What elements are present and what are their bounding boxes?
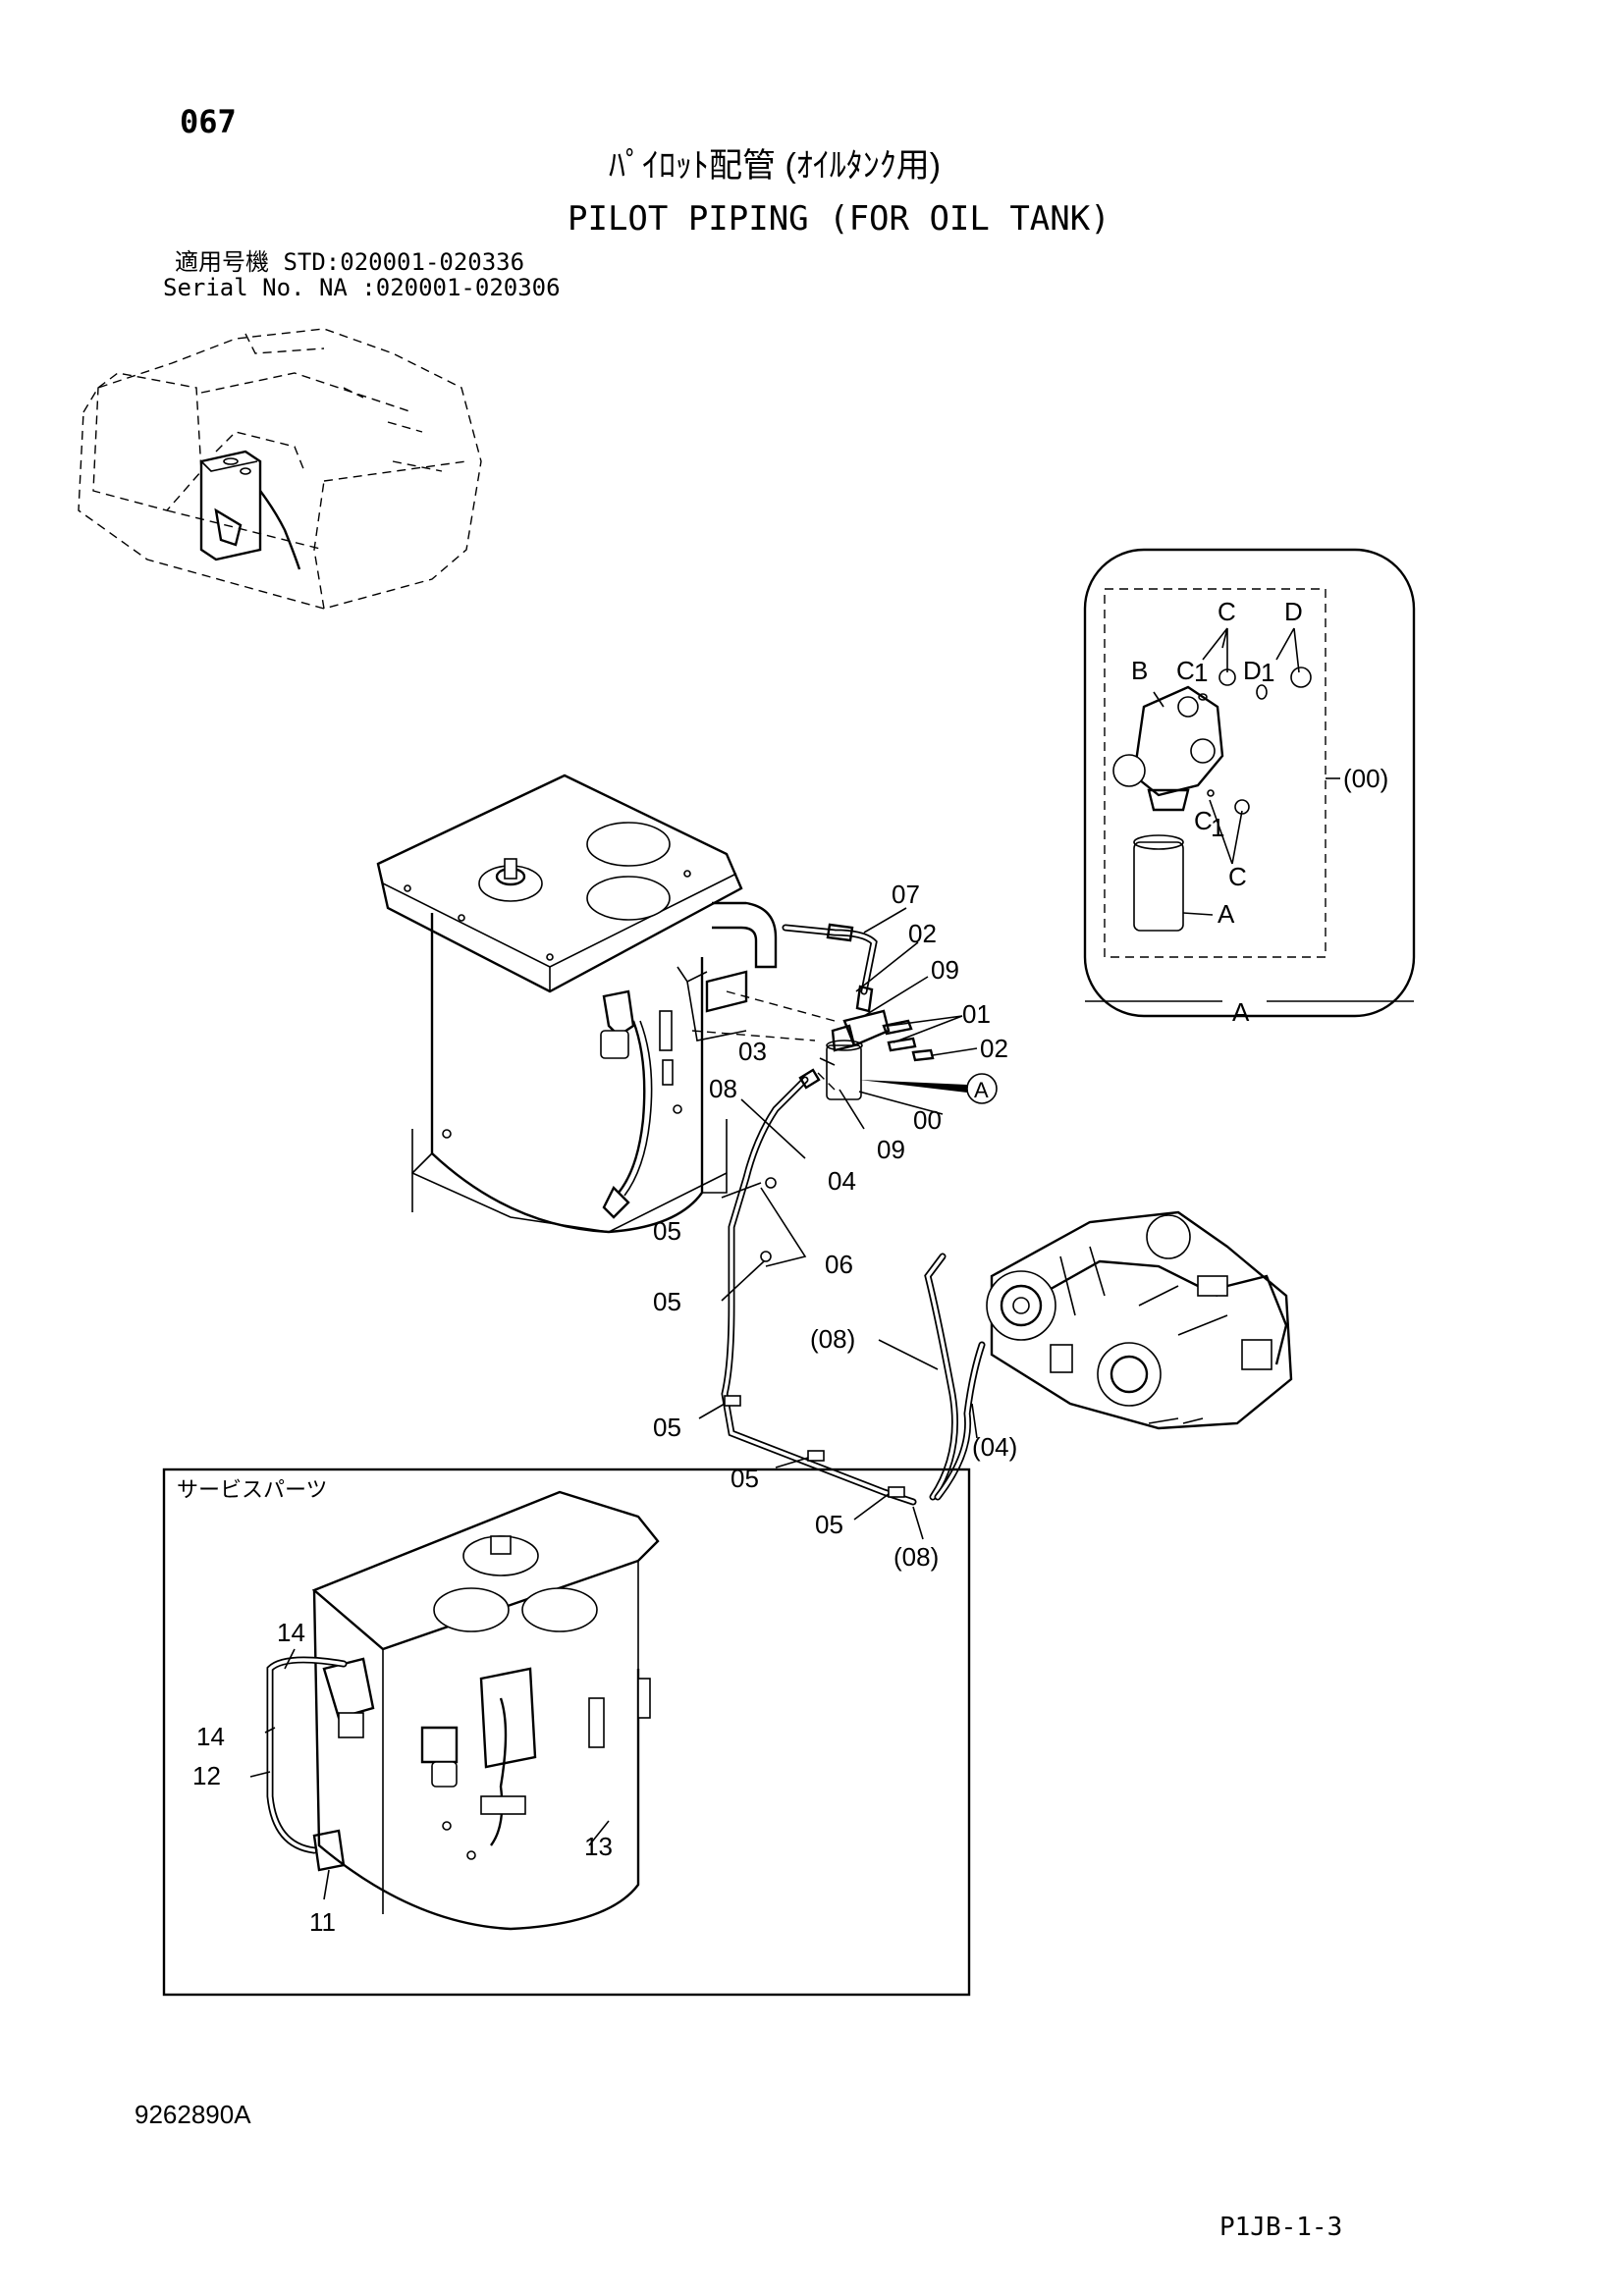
callout-label: 11 bbox=[309, 1907, 336, 1937]
callout-label: 06 bbox=[825, 1250, 853, 1279]
callout-label: 07 bbox=[892, 880, 920, 909]
detail-label: C bbox=[1218, 597, 1236, 626]
callout-label: 09 bbox=[877, 1135, 905, 1164]
callout-label: (08) bbox=[893, 1542, 939, 1572]
callout-label: 14 bbox=[196, 1722, 225, 1751]
detail-label: 1 bbox=[1211, 813, 1224, 842]
callout-label: (08) bbox=[810, 1324, 855, 1354]
service-parts-callouts: サービスパーツ 14 14 12 13 11 bbox=[177, 1477, 613, 1937]
callout-label: 02 bbox=[980, 1034, 1008, 1063]
detail-label: A bbox=[1218, 899, 1235, 929]
service-parts-title: サービスパーツ bbox=[177, 1477, 328, 1502]
detail-a-labels: C D B C 1 D 1 C 1 C (00) A A bbox=[1131, 597, 1388, 1027]
drawing-number: 9262890A bbox=[135, 2100, 251, 2129]
callout-label: 05 bbox=[815, 1510, 843, 1539]
callout-label: 05 bbox=[653, 1287, 681, 1316]
detail-label: D bbox=[1243, 656, 1262, 685]
detail-label: C bbox=[1176, 656, 1195, 685]
service-parts-inset bbox=[162, 1468, 971, 1997]
callout-label: 00 bbox=[913, 1105, 942, 1135]
callout-label: 02 bbox=[908, 919, 937, 948]
detail-label: C bbox=[1194, 806, 1213, 835]
pilot-filter-and-piping bbox=[691, 907, 998, 1540]
page-number: 067 bbox=[180, 103, 237, 140]
main-callouts: 07 02 09 01 02 03 08 00 09 04 05 06 05 0… bbox=[653, 880, 1017, 1572]
oil-tank-illustration bbox=[376, 774, 778, 1234]
serial-number-line-japanese: 適用号機 STD:020001-020336 bbox=[175, 248, 525, 276]
callout-label: 12 bbox=[192, 1761, 221, 1790]
detail-label: 1 bbox=[1194, 658, 1208, 687]
callout-label: 05 bbox=[653, 1413, 681, 1442]
page-title-japanese: ﾊﾟｲﾛｯﾄ配管 (ｵｲﾙﾀﾝｸ用) bbox=[609, 147, 942, 185]
detail-label: B bbox=[1131, 656, 1148, 685]
machine-overview-illustration bbox=[78, 328, 482, 610]
callout-label: 05 bbox=[653, 1216, 681, 1246]
callout-label: 04 bbox=[828, 1166, 856, 1196]
page-code: P1JB-1-3 bbox=[1219, 2213, 1343, 2242]
callout-label: 13 bbox=[584, 1832, 613, 1861]
callout-label: (04) bbox=[972, 1432, 1017, 1462]
detail-reference-a: A bbox=[974, 1078, 989, 1102]
callout-label: 05 bbox=[731, 1464, 759, 1493]
detail-label: 1 bbox=[1261, 658, 1274, 687]
detail-label: (00) bbox=[1343, 764, 1388, 793]
detail-label: C bbox=[1228, 862, 1247, 891]
callout-label: 14 bbox=[277, 1618, 305, 1647]
detail-a-inset bbox=[1083, 548, 1416, 1018]
callout-label: 08 bbox=[709, 1074, 737, 1103]
callout-label: 01 bbox=[962, 999, 991, 1029]
page-title: PILOT PIPING (FOR OIL TANK) bbox=[568, 199, 1110, 239]
detail-label: D bbox=[1284, 597, 1303, 626]
detail-label: A bbox=[1232, 997, 1250, 1027]
hydraulic-pump-illustration bbox=[986, 1210, 1293, 1430]
serial-number-line: Serial No. NA :020001-020306 bbox=[163, 274, 561, 301]
callout-label: 09 bbox=[931, 955, 959, 985]
callout-label: 03 bbox=[738, 1037, 767, 1066]
